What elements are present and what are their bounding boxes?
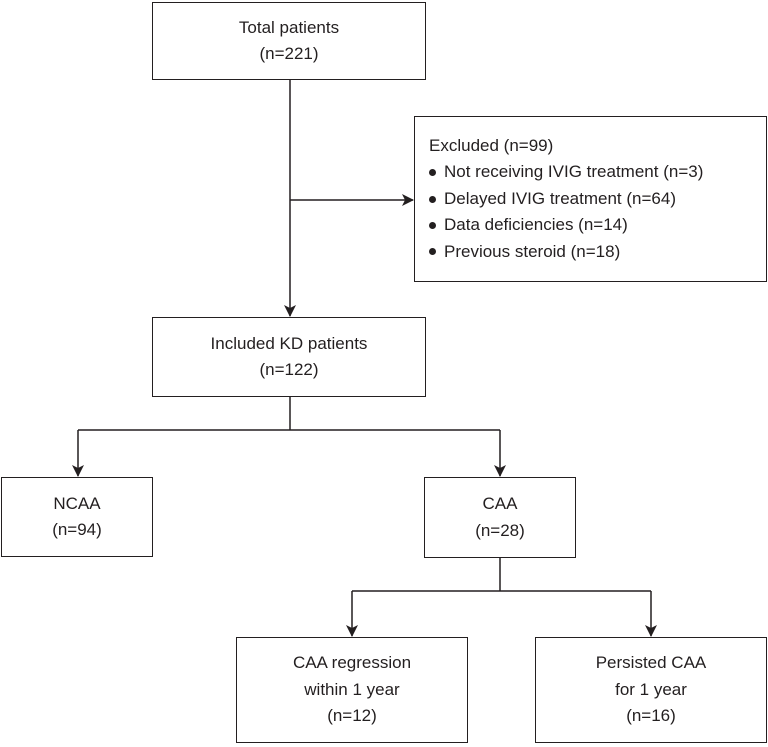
node-caa-regression: CAA regression within 1 year (n=12) [236,637,468,743]
bullet-icon [429,248,436,256]
node-persisted-caa: Persisted CAA for 1 year (n=16) [535,637,767,743]
node-ncaa-count: (n=94) [52,520,102,539]
node-persisted-count: (n=16) [626,706,676,726]
node-total-title: Total patients [238,17,340,37]
node-ncaa: NCAA (n=94) [1,477,153,557]
node-caa-count: (n=28) [475,520,525,540]
node-persisted-subtitle: for 1 year [615,679,687,699]
node-excluded-title: Excluded (n=99) [429,136,554,156]
node-included-count: (n=122) [259,360,319,379]
node-included-title: Included KD patients [210,333,368,353]
node-caa: CAA (n=28) [424,477,576,558]
excluded-item-label: Delayed IVIG treatment (n=64) [444,188,676,208]
node-caa-title: CAA [482,494,518,514]
node-included-kd-patients: Included KD patients (n=122) [152,317,426,397]
bullet-icon [429,221,436,229]
node-persisted-title: Persisted CAA [595,653,707,673]
node-total-patients: Total patients (n=221) [152,2,426,80]
node-total-count: (n=221) [259,44,319,63]
excluded-item: Not receiving IVIG treatment (n=3) [429,159,703,185]
excluded-item: Data deficiencies (n=14) [429,212,628,238]
excluded-item-label: Not receiving IVIG treatment (n=3) [444,162,704,182]
node-ncaa-title: NCAA [53,493,101,513]
excluded-item-label: Previous steroid (n=18) [444,241,621,261]
node-regression-count: (n=12) [327,706,377,726]
excluded-item-label: Data deficiencies (n=14) [444,215,628,235]
excluded-item: Delayed IVIG treatment (n=64) [429,186,676,212]
node-regression-subtitle: within 1 year [304,679,400,699]
bullet-icon [429,169,436,177]
node-excluded: Excluded (n=99) Not receiving IVIG treat… [414,116,767,282]
bullet-icon [429,195,436,203]
excluded-item: Previous steroid (n=18) [429,239,620,265]
node-regression-title: CAA regression [292,653,412,673]
